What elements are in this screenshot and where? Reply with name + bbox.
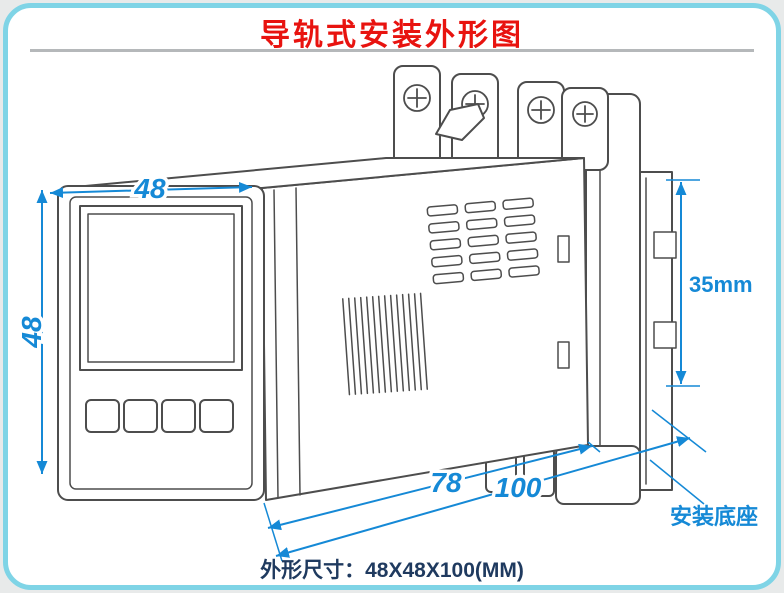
base-leader-line xyxy=(649,459,705,505)
panel-button xyxy=(85,399,120,433)
screw-icon xyxy=(527,96,555,124)
panel-button xyxy=(161,399,196,433)
dim-rail-height-label: 35mm xyxy=(689,272,753,297)
panel-buttons xyxy=(85,399,234,433)
device-drawing xyxy=(57,65,677,505)
page-title: 导轨式安装外形图 xyxy=(260,19,524,52)
latch-lever xyxy=(435,103,485,141)
din-rail-plate xyxy=(637,171,677,491)
mount-base-label: 安装底座 xyxy=(670,504,758,529)
dim-width-label: 48 xyxy=(133,173,166,204)
dim-body-depth-label: 78 xyxy=(430,467,462,498)
vent-hatch xyxy=(341,292,429,396)
dim-total-depth-line xyxy=(275,436,691,558)
screw-icon xyxy=(403,84,431,112)
dim-width-line xyxy=(49,181,253,199)
display-window xyxy=(79,205,243,371)
panel-button xyxy=(199,399,234,433)
dimension-annotations xyxy=(36,179,707,562)
screw-icon xyxy=(572,101,598,127)
outline-size-caption: 外形尺寸：48X48X100(MM) xyxy=(260,559,524,582)
terminal-blocks xyxy=(393,65,609,171)
panel-button xyxy=(123,399,158,433)
dim-total-depth-label: 100 xyxy=(495,472,542,503)
front-panel xyxy=(57,185,265,501)
title-divider xyxy=(30,49,754,52)
dim-height-label: 48 xyxy=(16,316,47,349)
vent-slots xyxy=(426,197,540,285)
witness-lines xyxy=(263,179,707,562)
side-clips xyxy=(557,235,570,369)
